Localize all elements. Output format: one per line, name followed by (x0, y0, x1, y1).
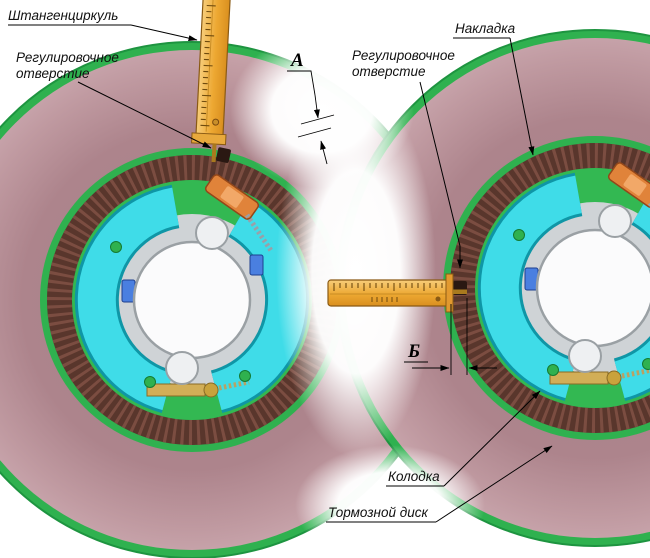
white-fade-bottom (295, 445, 485, 558)
caliper-label: Штангенциркуль (8, 8, 118, 23)
adjustment-hole-label-right-2: отверстие (352, 64, 426, 79)
brake-disc-label: Тормозной диск (328, 505, 428, 520)
brake-disc-leader-line (435, 445, 553, 523)
left-adjustment-hole (216, 147, 231, 163)
lining-label: Накладка (455, 21, 516, 36)
shoe-label: Колодка (388, 469, 440, 484)
callouts: Штангенциркуль Регулировочное отверстие … (8, 8, 553, 523)
caliper-depth-rod (211, 143, 217, 163)
lining-leader-line (509, 37, 535, 156)
white-fade-top (230, 32, 414, 188)
caliper-screw (435, 296, 441, 302)
caliper-depth-rod (453, 289, 467, 294)
caliper-screw (212, 118, 220, 126)
horizontal-caliper (327, 273, 467, 313)
dimension-a: А (287, 50, 335, 165)
caliper-leader-line (130, 24, 198, 42)
dimension-a-label: А (290, 50, 304, 71)
adjustment-hole-label-left-1: Регулировочное (16, 50, 119, 65)
caliper-scale-ticks (200, 4, 216, 127)
shoe-leader-line (443, 390, 541, 487)
adjustment-hole-leader-right (419, 81, 463, 269)
caliper-depth-base (445, 273, 454, 313)
dimension-b-label: Б (407, 341, 420, 362)
dimension-b: Б (404, 298, 497, 375)
adjustment-hole-label-right-1: Регулировочное (352, 48, 455, 63)
vertical-caliper (191, 0, 232, 163)
caliper-depth-base (191, 132, 227, 146)
caliper-scale-ticks (333, 283, 443, 291)
caliper-vernier-ticks (371, 297, 398, 302)
adjustment-hole-label-left-2: отверстие (16, 66, 90, 81)
adjustment-hole-leader-left (77, 81, 212, 149)
